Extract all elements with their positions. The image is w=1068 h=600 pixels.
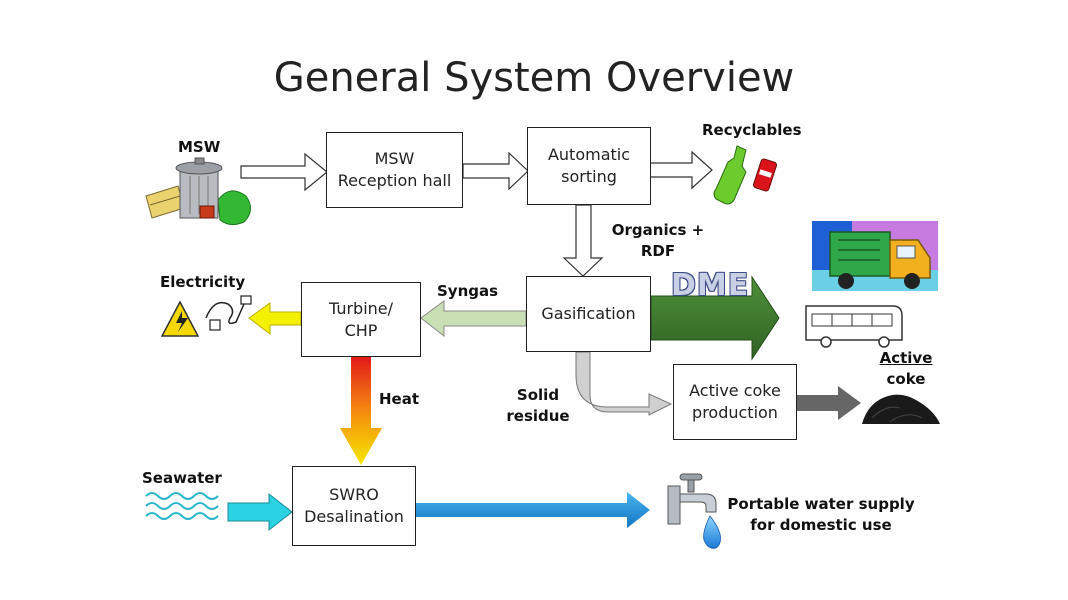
label-electricity: Electricity [160, 273, 246, 291]
label-seawater: Seawater [142, 469, 222, 487]
garbage-truck-icon [812, 221, 938, 291]
label-recyclables: Recyclables [702, 121, 802, 139]
label-msw: MSW [178, 138, 221, 156]
label-active-coke: Active coke [866, 348, 946, 390]
coke-pile-icon [862, 394, 940, 424]
faucet-icon [667, 473, 721, 549]
trash-can-icon [145, 157, 251, 226]
label-organics-rdf: Organics + RDF [608, 220, 708, 262]
arrow-sorting-to-gasification [562, 204, 604, 277]
box-turbine-chp: Turbine/CHP [301, 282, 421, 357]
arrow-seawater [227, 492, 293, 532]
box-automatic-sorting: Automatic sorting [527, 127, 651, 205]
arrow-sorting-to-recyclables [649, 150, 713, 190]
box-label: production [692, 403, 778, 422]
arrow-dme [650, 275, 780, 361]
box-label: SWRO [329, 485, 379, 504]
arrow-solid-residue [575, 351, 673, 416]
box-swro-desalination: SWRO Desalination [292, 466, 416, 546]
label-line: Portable water supply [727, 495, 915, 513]
label-line: residue [506, 407, 570, 425]
label-line: Active [879, 349, 933, 367]
box-label: CHP [344, 320, 378, 340]
bottle-can-icon [713, 145, 777, 205]
label-solid-residue: Solid residue [498, 385, 578, 427]
box-label: Turbine/ [328, 298, 394, 318]
box-label: Automatic [547, 145, 631, 164]
label-line: Organics + [611, 221, 705, 239]
label-water-supply: Portable water supply for domestic use [714, 494, 928, 536]
label-line: RDF [640, 242, 676, 260]
arrow-reception-to-sorting [462, 151, 529, 191]
box-gasification: Gasification [526, 276, 651, 352]
box-label: Active coke [689, 381, 781, 400]
label-heat: Heat [379, 390, 420, 408]
label-syngas: Syngas [437, 282, 499, 300]
water-waves-icon [145, 492, 219, 520]
box-label: Gasification [541, 304, 636, 323]
box-msw-reception-hall: MSW Reception hall [326, 132, 463, 208]
box-active-coke-production: Active coke production [673, 364, 797, 440]
box-label: Desalination [304, 507, 404, 526]
arrow-heat [340, 357, 382, 465]
box-label: sorting [561, 167, 617, 186]
label-line: Solid [516, 386, 560, 404]
label-dme: DME [671, 268, 750, 303]
arrow-msw-to-reception [240, 152, 328, 192]
box-label: MSW [374, 149, 415, 168]
box-label: Reception hall [337, 171, 452, 190]
label-line: for domestic use [750, 516, 892, 534]
power-plug-icon [160, 295, 252, 337]
arrow-electricity [248, 302, 302, 336]
arrow-water-supply [416, 492, 650, 528]
bus-icon [805, 305, 903, 348]
label-line: coke [886, 370, 926, 388]
arrow-syngas [420, 300, 527, 338]
arrow-coke [797, 386, 861, 420]
page-title: General System Overview [273, 55, 795, 101]
